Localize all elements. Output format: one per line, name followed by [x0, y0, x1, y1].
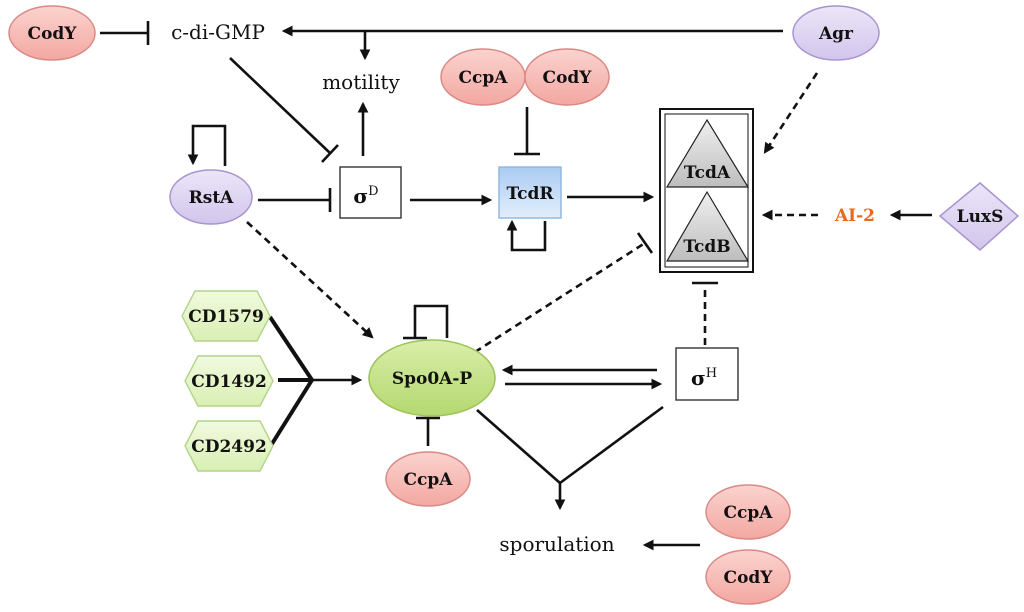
- node-cody-mid[interactable]: CodY: [524, 48, 610, 106]
- node-sporulation[interactable]: sporulation: [499, 532, 614, 556]
- edge-spo0a-autoinhibition: [403, 304, 449, 340]
- node-sigma-d[interactable]: σD: [339, 166, 402, 219]
- node-ccpa-bottom-label: CcpA: [404, 470, 454, 490]
- node-cd2492[interactable]: CD2492: [184, 420, 274, 472]
- node-spo0a-p-label: Spo0A-P: [392, 369, 473, 389]
- edge-rsta-autoregulation: [187, 124, 227, 166]
- node-cd1492[interactable]: CD1492: [184, 355, 274, 407]
- node-cd2492-label: CD2492: [191, 437, 267, 457]
- node-tcdr-label: TcdR: [506, 184, 554, 204]
- node-sigma-d-label: σD: [353, 184, 378, 208]
- node-ccpa-mid[interactable]: CcpA: [440, 48, 526, 106]
- node-c-di-gmp[interactable]: c-di-GMP: [171, 20, 265, 44]
- node-luxs-label: LuxS: [957, 207, 1004, 227]
- node-rsta[interactable]: RstA: [169, 169, 253, 225]
- edge-cdigmp-inhibits-sigmad: [229, 57, 339, 163]
- node-agr-label: Agr: [818, 24, 854, 44]
- node-cody-right[interactable]: CodY: [705, 549, 791, 605]
- node-tcdb[interactable]: TcdB: [665, 190, 750, 262]
- node-agr[interactable]: Agr: [792, 5, 880, 61]
- edge-sigmah-inhibits-toxins: [692, 281, 718, 345]
- node-cody-top-label: CodY: [28, 24, 78, 44]
- node-luxs[interactable]: LuxS: [938, 182, 1020, 251]
- edge-spo0a-inhibits-toxins: [474, 232, 654, 354]
- node-tcdb-label: TcdB: [683, 237, 730, 257]
- node-spo0a-p[interactable]: Spo0A-P: [368, 339, 496, 417]
- node-tcda[interactable]: TcdA: [665, 118, 750, 188]
- node-cody-top[interactable]: CodY: [8, 5, 96, 61]
- node-ccpa-bottom[interactable]: CcpA: [385, 451, 471, 507]
- node-ccpa-right[interactable]: CcpA: [705, 484, 791, 540]
- node-sigma-h-label: σH: [691, 366, 717, 390]
- node-ai2[interactable]: AI-2: [834, 206, 875, 226]
- edge-to-sporulation: [476, 405, 664, 511]
- node-cody-right-label: CodY: [724, 568, 774, 588]
- edge-agr-to-toxins: [763, 72, 819, 154]
- edge-cody-inhibits-cdigmp: [100, 21, 150, 45]
- node-toxin-box[interactable]: TcdA TcdB: [659, 108, 754, 273]
- node-rsta-label: RstA: [189, 188, 235, 208]
- node-cody-mid-label: CodY: [543, 68, 593, 88]
- node-sigma-h[interactable]: σH: [675, 347, 739, 401]
- node-ccpa-mid-label: CcpA: [459, 68, 509, 88]
- edge-cd-genes-to-spo0a: [268, 315, 363, 449]
- edge-rsta-to-spo0a: [246, 221, 374, 339]
- node-cd1579-label: CD1579: [188, 307, 264, 327]
- node-motility[interactable]: motility: [322, 70, 400, 94]
- node-cd1579[interactable]: CD1579: [181, 290, 271, 342]
- node-tcda-label: TcdA: [684, 163, 731, 183]
- node-ccpa-right-label: CcpA: [724, 503, 774, 523]
- edge-rsta-inhibits-sigmad: [258, 188, 332, 212]
- node-tcdr[interactable]: TcdR: [498, 166, 562, 219]
- edge-ccpa-inhibits-spo0a: [416, 416, 440, 446]
- node-cd1492-label: CD1492: [191, 372, 267, 392]
- edge-ccpa-cody-inhibits-tcdr: [514, 107, 540, 156]
- edge-tcdr-autoactivation: [506, 219, 547, 252]
